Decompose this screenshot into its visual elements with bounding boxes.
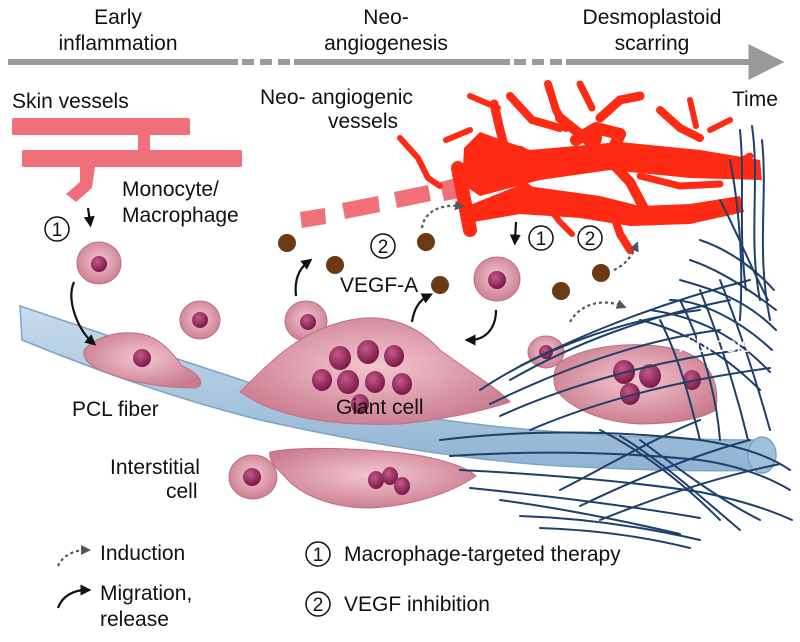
phase-scarring-line2: scarring [615, 32, 690, 55]
migration-arrows [70, 207, 521, 346]
macrophage-adherent [83, 332, 202, 389]
monocyte-label-line1: Monocyte/ [122, 178, 219, 201]
phase-early-line2: inflammation [58, 32, 177, 55]
vegf-dot [552, 282, 570, 300]
legend-migration-label-line1: Migration, [100, 582, 192, 605]
induction-arrows [420, 200, 639, 323]
phase-neo-line1: Neo- [363, 6, 409, 29]
pcl-fiber-label: PCL fiber [72, 398, 159, 421]
therapy-marker-2b: 2 [577, 225, 603, 251]
phase-early-line1: Early [94, 6, 142, 29]
arrow-macrophage-up [294, 258, 313, 297]
legend-induction-label: Induction [100, 542, 185, 565]
arrow-to-fiber [70, 281, 97, 346]
macrophage-1 [76, 241, 122, 285]
vegf-dot [278, 234, 296, 252]
vegf-label: VEGF-A [340, 274, 418, 297]
legend-induction-arrow [56, 545, 91, 567]
interstitial-label-line1: Interstitial [110, 456, 200, 479]
arrow-monocyte-down [83, 207, 95, 228]
giant-cell [239, 317, 511, 425]
arrow-induction-3 [569, 299, 627, 323]
vegf-dot [431, 276, 449, 294]
skin-vessels: Skin vessels [12, 90, 242, 202]
vegf-dot [417, 233, 435, 251]
interstitial-cell [228, 454, 278, 500]
fibrosis-front [439, 279, 793, 549]
macrophage-2 [179, 300, 221, 340]
timeline: Early inflammation Neo- angiogenesis Des… [8, 6, 785, 111]
arrow-giant-release [410, 293, 433, 323]
svg-text:2: 2 [378, 237, 389, 258]
arrow-induction-2 [613, 241, 639, 271]
legend-therapy-2: VEGF inhibition [344, 593, 490, 616]
macrophage-4 [473, 256, 521, 302]
giant-cell-nuclei [312, 340, 412, 414]
arrow-vessel-down [509, 221, 521, 246]
vegf-dots [278, 233, 610, 300]
fibrosis-label: Fibrosis [678, 334, 752, 357]
legend-marker-2: 2 [305, 591, 331, 617]
neo-angiogenic-vessels [397, 80, 762, 254]
therapy-marker-1b: 1 [528, 225, 554, 251]
phase-neo-line2: angiogenesis [324, 32, 448, 55]
arrow-induction-1 [420, 200, 465, 229]
neo-vessels-label-line1: Neo- angiogenic [260, 86, 413, 109]
svg-text:2: 2 [313, 595, 324, 616]
svg-text:1: 1 [313, 545, 324, 566]
vegf-dot [592, 264, 610, 282]
interstitial-label-line2: cell [166, 480, 198, 503]
monocyte-label-line2: Macrophage [122, 204, 239, 227]
vegf-dot [326, 256, 344, 274]
therapy-marker-1a: 1 [44, 216, 70, 242]
svg-text:1: 1 [536, 229, 547, 250]
skin-vessels-label: Skin vessels [12, 90, 129, 113]
svg-text:1: 1 [52, 220, 63, 241]
giant-cell-fibrotic [553, 344, 718, 425]
legend-marker-1: 1 [305, 541, 331, 567]
giant-cell-label: Giant cell [336, 396, 424, 419]
legend-migration-arrow [56, 584, 92, 609]
giant-cell-lower [269, 447, 477, 509]
phase-scarring-line1: Desmoplastoid [583, 6, 722, 29]
arrow-macrophage-to-giant [464, 309, 498, 346]
legend: Induction Migration, release 1 Macrophag… [56, 541, 621, 631]
legend-therapy-1: Macrophage-targeted therapy [344, 543, 621, 566]
neo-vessels-label-line2: vessels [328, 110, 398, 133]
time-label: Time [732, 88, 778, 111]
therapy-marker-2a: 2 [370, 233, 396, 259]
legend-migration-label-line2: release [100, 608, 169, 631]
svg-text:2: 2 [585, 229, 596, 250]
